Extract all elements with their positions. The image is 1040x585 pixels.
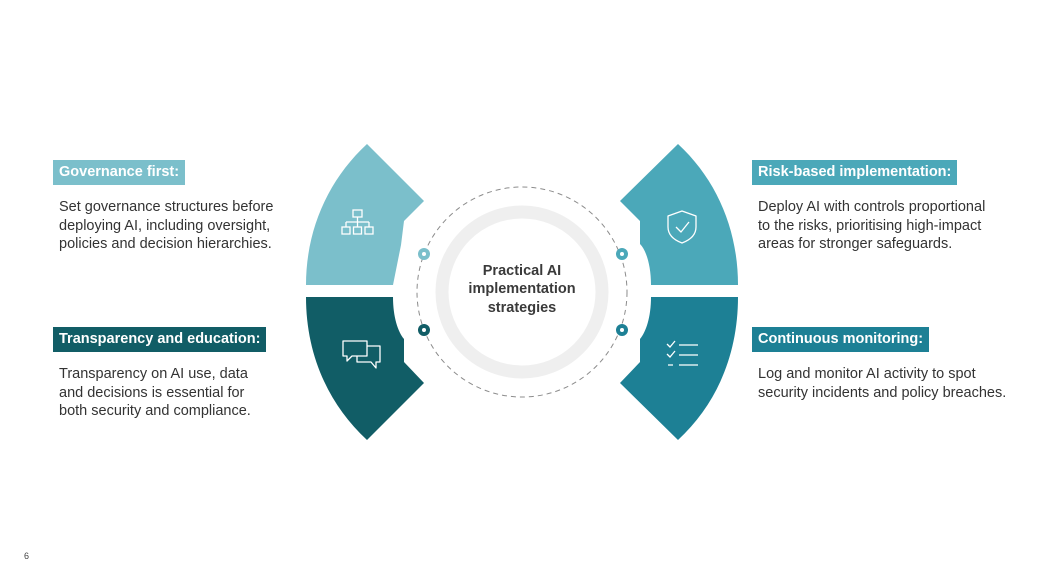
governance-description-line: policies and decision hierarchies. [59,236,272,253]
governance-label: Governance first: [53,160,186,185]
segment-transparency [306,297,424,440]
risk-description-line: areas for stronger safeguards. [758,236,953,253]
shield-check-icon [667,210,697,244]
org-chart-icon [341,209,374,235]
transparency-description-line: both security and compliance. [59,403,251,420]
dashed-ring [416,186,628,398]
governance-description-line: Set governance structures before [59,199,274,215]
center-title-line: strategies [487,299,557,316]
monitoring-description-line: Log and monitor AI activity to spot [758,366,976,382]
risk-description-line: to the risks, prioritising high-impact [758,217,982,234]
segment-monitoring [620,297,738,440]
risk-description: Deploy AI with controls proportional to … [758,198,985,254]
risk-label: Risk-based implementation: [752,160,958,185]
transparency-description-line: and decisions is essential for [59,384,245,401]
center-title-line: implementation [468,281,576,298]
monitoring-description-line: security incidents and policy breaches. [758,384,1007,401]
transparency-label: Transparency and education: [53,327,267,352]
governance-description: Set governance structures before deployi… [59,198,273,254]
transparency-description-line: Transparency on AI use, data [59,366,248,382]
checklist-icon [666,340,698,366]
transparency-description: Transparency on AI use, data and decisio… [59,365,251,421]
connector-dot-governance [418,248,430,260]
monitoring-label: Continuous monitoring: [752,327,930,352]
chat-bubbles-icon [342,340,381,369]
connector-dot-transparency [418,324,430,336]
risk-description-line: Deploy AI with controls proportional [758,199,986,215]
monitoring-description: Log and monitor AI activity to spot secu… [758,365,1006,402]
page-number: 6 [24,551,30,561]
connector-dot-risk [616,248,628,260]
governance-description-line: deploying AI, including oversight, [59,217,271,234]
center-title: Practical AI implementation strategies [452,262,592,317]
inner-ring [435,205,609,379]
segment-risk [620,144,738,285]
connector-dot-monitoring [616,324,628,336]
segment-governance [306,144,424,285]
center-title-line: Practical AI [482,263,562,279]
